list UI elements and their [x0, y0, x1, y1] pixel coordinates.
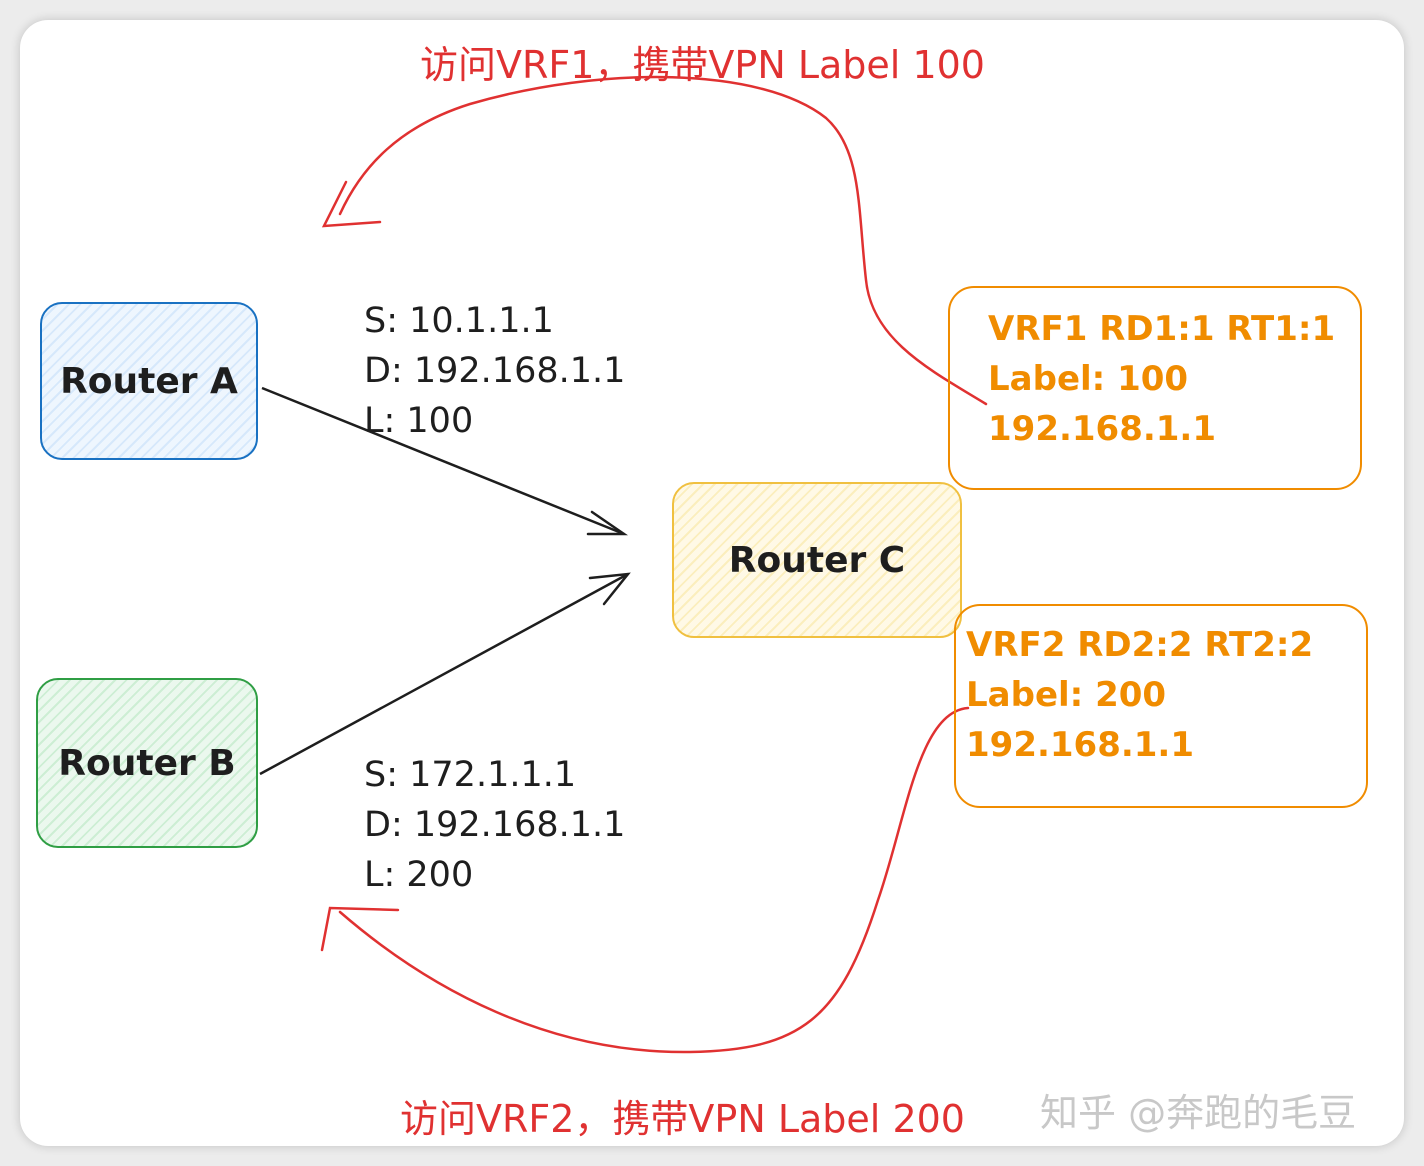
vrf1-box: VRF1 RD1:1 RT1:1 Label: 100 192.168.1.1 [948, 286, 1362, 490]
return-arrowhead-vrf1 [321, 180, 382, 228]
arrow-b-to-c [259, 572, 629, 776]
note-vrf2-label: 访问VRF2，携带VPN Label 200 [400, 1097, 965, 1141]
vrf1-header: VRF1 RD1:1 RT1:1 [988, 309, 1336, 349]
packet-top-label: L: 100 [364, 401, 474, 441]
return-arrow-vrf1 [338, 75, 988, 406]
vrf1-label: Label: 100 [988, 359, 1189, 399]
router-c-label: Router C [728, 539, 906, 581]
watermark: 知乎 @奔跑的毛豆 [1040, 1091, 1357, 1135]
packet-info-bottom: S: 172.1.1.1 D: 192.168.1.1 L: 200 [364, 750, 625, 900]
packet-bottom-label: L: 200 [364, 855, 474, 895]
vrf2-header: VRF2 RD2:2 RT2:2 [966, 625, 1314, 665]
return-arrowhead-vrf2 [320, 906, 400, 952]
packet-top-source: S: 10.1.1.1 [364, 301, 554, 341]
note-vrf1-label: 访问VRF1，携带VPN Label 100 [420, 43, 985, 87]
vrf1-prefix: 192.168.1.1 [988, 409, 1217, 449]
vrf2-box: VRF2 RD2:2 RT2:2 Label: 200 192.168.1.1 [954, 604, 1368, 808]
router-a-label: Router A [60, 360, 238, 402]
vrf2-prefix: 192.168.1.1 [966, 725, 1195, 765]
packet-bottom-destination: D: 192.168.1.1 [364, 805, 626, 845]
router-b-label: Router B [58, 742, 236, 784]
arrow-a-to-c [261, 386, 625, 536]
packet-top-destination: D: 192.168.1.1 [364, 351, 626, 391]
router-c-node: Router C [672, 482, 962, 638]
router-a-node: Router A [40, 302, 258, 460]
arrowhead-b-to-c [588, 572, 631, 606]
packet-info-top: S: 10.1.1.1 D: 192.168.1.1 L: 100 [364, 296, 625, 446]
vrf2-label: Label: 200 [966, 675, 1167, 715]
arrowhead-a-to-c [586, 510, 629, 536]
packet-bottom-source: S: 172.1.1.1 [364, 755, 577, 795]
return-arrow-vrf2 [338, 706, 970, 1054]
router-b-node: Router B [36, 678, 258, 848]
